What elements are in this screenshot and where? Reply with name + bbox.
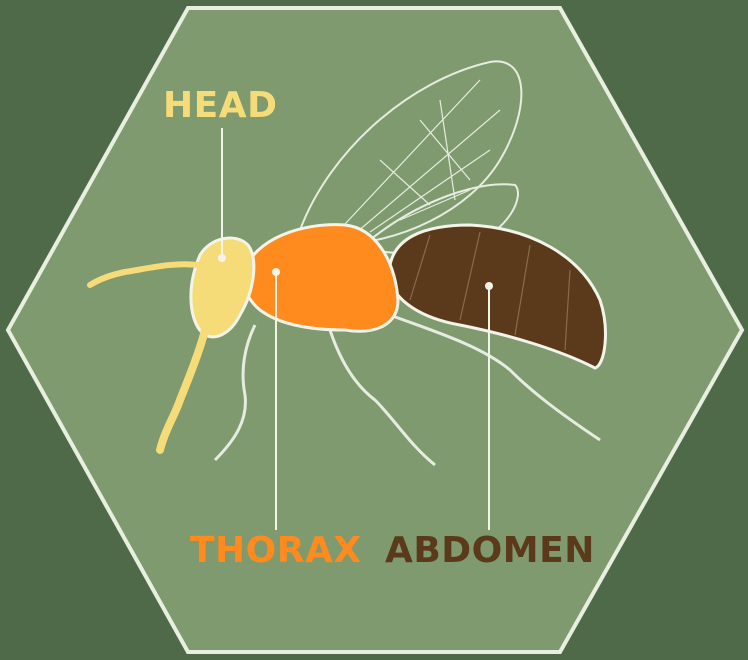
head-label: HEAD [163,88,277,124]
abdomen-pointer-dot [485,282,493,290]
abdomen-label: ABDOMEN [385,533,595,569]
thorax-pointer-dot [272,268,280,276]
head-pointer-dot [218,254,226,262]
thorax-label: THORAX [190,533,362,569]
